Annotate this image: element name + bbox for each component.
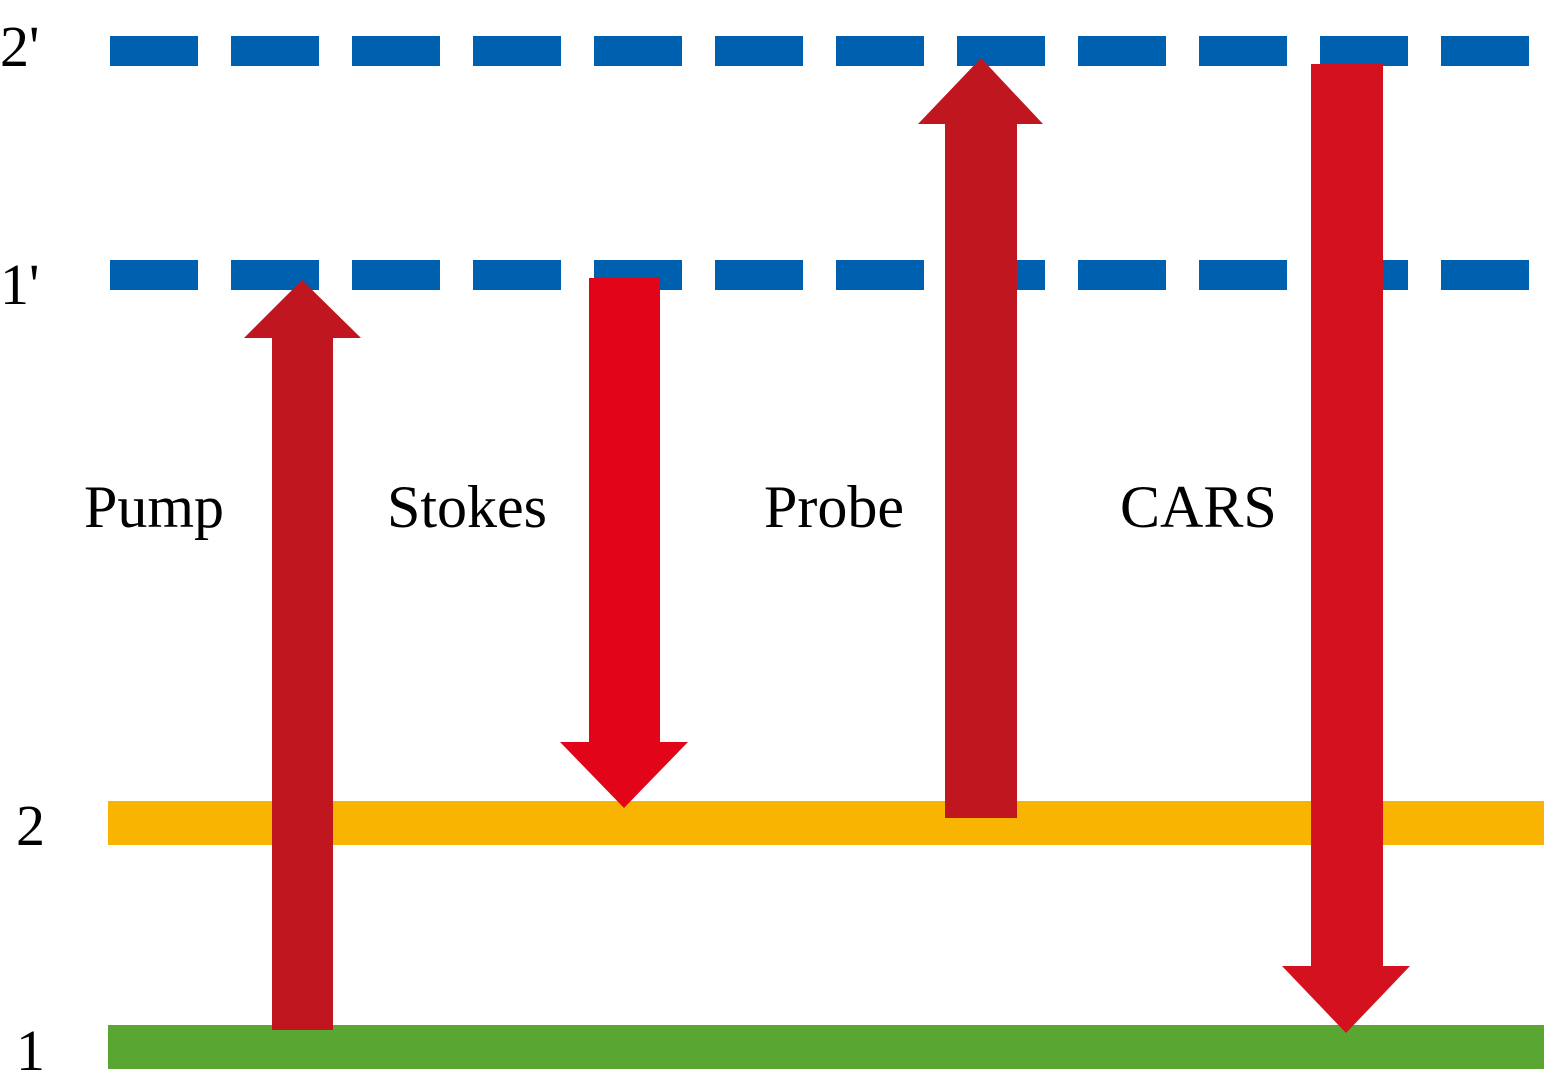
level-label-1-prime: 1'	[0, 252, 39, 317]
level-label-1: 1	[16, 1018, 45, 1083]
stokes-arrow	[560, 278, 688, 808]
pump-label: Pump	[84, 474, 224, 540]
level-label-2: 2	[16, 793, 45, 858]
pump-arrow	[244, 280, 361, 1030]
cars-arrow	[1282, 64, 1410, 1033]
probe-label: Probe	[764, 474, 904, 540]
stokes-label: Stokes	[387, 474, 547, 540]
cars-label: CARS	[1120, 474, 1277, 540]
level-line-1	[108, 1025, 1544, 1069]
level-line-2	[108, 801, 1544, 845]
probe-arrow	[918, 58, 1043, 818]
level-label-2-prime: 2'	[0, 14, 39, 79]
